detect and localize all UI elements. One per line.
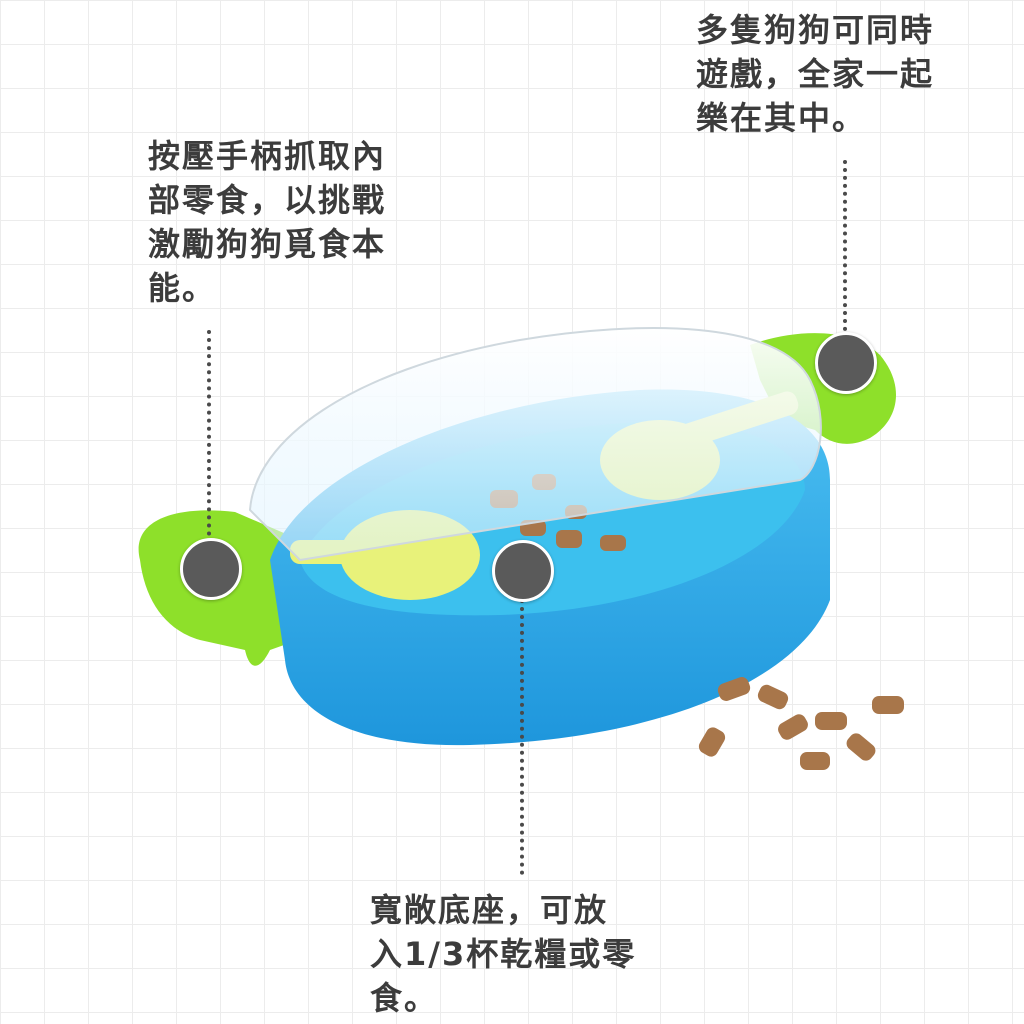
callout-wide-base: 寬敞底座，可放 入1/3杯乾糧或零 食。 [370,891,637,1017]
left-handle-marker [180,538,242,600]
kibble-scattered [698,677,904,770]
right-callout-line [843,160,847,355]
base-marker [492,540,554,602]
right-handle-marker [815,332,877,394]
clear-lid [248,327,822,562]
callout-press-handle: 按壓手柄抓取內 部零食，以挑戰 激勵狗狗覓食本 能。 [148,137,387,307]
callout-multi-dog: 多隻狗狗可同時 遊戲，全家一起 樂在其中。 [696,11,935,137]
left-callout-line [207,330,211,560]
bottom-callout-line [520,575,524,875]
